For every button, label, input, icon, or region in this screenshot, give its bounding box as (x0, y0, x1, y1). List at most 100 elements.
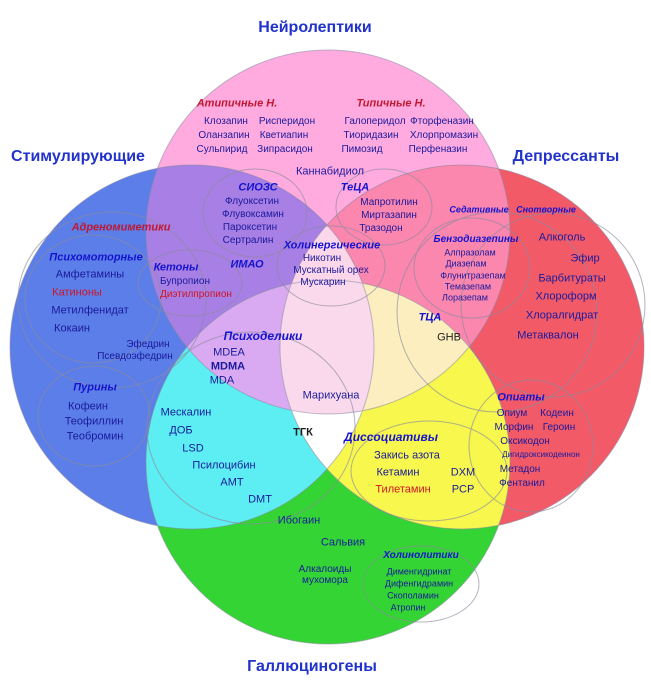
drug-methylphenidate: Метилфенидат (51, 304, 129, 317)
psychedelics-outline (146, 331, 356, 525)
drug-perphenazine: Перфеназин (408, 144, 468, 155)
drug-methadone: Метадон (499, 464, 541, 475)
drug-fluphenazine: Фторфеназин (410, 116, 474, 127)
drug-ibogaine: Ибогаин (277, 514, 321, 527)
purines-outline (37, 365, 151, 467)
drug-thc: ТГК (293, 426, 313, 439)
drug-psilocybin: Псилоцибин (192, 459, 256, 472)
cholinolytics-outline (362, 545, 480, 623)
title-neuroleptics: Нейролептики (258, 19, 372, 36)
teca-header: ТеЦА (340, 181, 370, 194)
drug-pcp: PCP (451, 483, 475, 496)
drug-cocaine: Кокаин (54, 322, 90, 335)
sedatives-label: Седативные (449, 204, 509, 215)
drug-theobromine: Теобромин (66, 430, 124, 443)
drug-diphenhydramine: Дифенгидрамин (384, 578, 454, 589)
drug-temazepam: Темазепам (444, 281, 492, 292)
overlap-stim-depress-halluc (280, 280, 374, 529)
drug-alcohol: Алкоголь (538, 231, 586, 244)
drug-haloperidol: Галоперидол (344, 116, 406, 127)
title-stimulants: Стимулирующие (11, 148, 145, 165)
drug-nitrous-oxide: Закись азота (374, 449, 440, 462)
drug-caffeine: Кофеин (68, 400, 108, 413)
drug-mdma: MDMA (210, 360, 246, 373)
drug-thioridazine: Тиоридазин (343, 130, 399, 141)
drug-fentanyl: Фентанил (499, 478, 545, 489)
subgroup-outlines (17, 168, 646, 623)
drug-clozapine: Клозапин (204, 116, 248, 127)
drug-scopolamine: Скополамин (387, 590, 439, 601)
cholinergics-outline (276, 225, 386, 307)
cholinolytics-header: Холинолитики (383, 550, 459, 561)
drug-opium: Опиум (496, 408, 528, 419)
drug-dxm: DXM (450, 466, 476, 479)
adrenomimetics-outline (17, 211, 207, 389)
adrenomimetics-label: Адреномиметики (71, 221, 171, 234)
sedatives-outline (396, 211, 598, 413)
hypnotics-label: Снотворные (516, 204, 576, 215)
typical-header: Типичные Н. (356, 97, 426, 110)
drug-olanzapine: Оланзапин (198, 130, 250, 141)
drug-maprotiline: Мапротилин (360, 197, 418, 208)
drug-lorazepam: Лоразепам (442, 292, 488, 303)
teca-outline (335, 168, 433, 246)
ssri-outline (202, 168, 308, 258)
drug-dob: ДОБ (169, 424, 193, 437)
drug-codeine: Кодеин (540, 408, 574, 419)
drug-sertraline: Сертралин (222, 235, 274, 246)
drug-trazodone: Тразодон (359, 223, 403, 234)
drug-fluoxetine: Флуоксетин (225, 196, 279, 207)
drug-ketamine: Кетамин (376, 466, 420, 479)
benzodiazepines-header: Бензодиазепины (433, 234, 519, 245)
drug-ephedrine: Эфедрин (126, 339, 170, 350)
drug-diazepam: Диазепам (445, 258, 487, 269)
purines-header: Пурины (73, 381, 117, 394)
cholinergics-header: Холинергические (283, 239, 381, 252)
psychomotor-header: Психомоторные (49, 251, 143, 264)
drug-amanita-alkaloids-line1: Алкалоиды (298, 564, 352, 575)
drug-chloral-hydrate: Хлоралгидрат (525, 309, 599, 322)
overlap-neuro-depress-halluc (280, 280, 510, 414)
drug-diethylpropion: Диэтилпропион (160, 289, 232, 300)
dissociatives-outline (350, 420, 508, 522)
drug-ether: Эфир (570, 252, 600, 265)
drug-bupropion: Бупропион (160, 276, 210, 287)
drug-mda: MDA (209, 374, 235, 387)
drug-amanita-alkaloids-line2: мухомора (302, 575, 348, 586)
drug-dmt: DMT (248, 493, 272, 506)
psychomotor-outline (24, 234, 162, 364)
opiates-outline (468, 379, 594, 513)
drug-paroxetine: Пароксетин (222, 222, 278, 233)
drug-oxycodone: Оксикодон (500, 436, 550, 447)
drug-alprazolam: Алпразолам (444, 247, 496, 258)
drug-chlorpromazine: Хлорпромазин (409, 130, 479, 141)
drug-amphetamines: Амфетамины (55, 268, 125, 281)
dissociatives-header: Диссоциативы (344, 430, 438, 444)
drug-ghb: GHB (437, 331, 461, 344)
psychedelics-header: Психоделики (223, 329, 303, 343)
imao-header: ИМАО (230, 258, 264, 271)
drug-fluvoxamine: Флувоксамин (222, 209, 284, 220)
drug-nutmeg: Мускатный орех (293, 265, 369, 276)
drug-cathinones: Катиноны (52, 286, 102, 299)
hypnotics-outline (460, 212, 646, 398)
benzodiazepines-outline (413, 217, 531, 319)
main-circle-outlines (9, 49, 645, 645)
drug-mescaline: Мескалин (160, 406, 212, 419)
drug-morphine: Морфин (494, 422, 534, 433)
drug-mirtazapine: Миртазапин (361, 210, 417, 221)
drug-dimenhydrinate: Дименгидринат (386, 566, 452, 577)
ketones-header: Кетоны (153, 261, 199, 274)
drug-ziprasidone: Зипрасидон (257, 144, 313, 155)
drug-flunitrazepam: Флунитразепам (440, 270, 506, 281)
title-hallucinogens: Галлюциногены (247, 658, 377, 675)
drug-quetiapine: Кветиапин (259, 130, 309, 141)
drug-lsd: LSD (182, 442, 204, 455)
drug-methaqualone: Метаквалон (517, 329, 579, 342)
atypical-header: Атипичные Н. (196, 97, 278, 110)
title-depressants: Депрессанты (512, 148, 620, 165)
drug-mdea: MDEA (213, 346, 245, 359)
